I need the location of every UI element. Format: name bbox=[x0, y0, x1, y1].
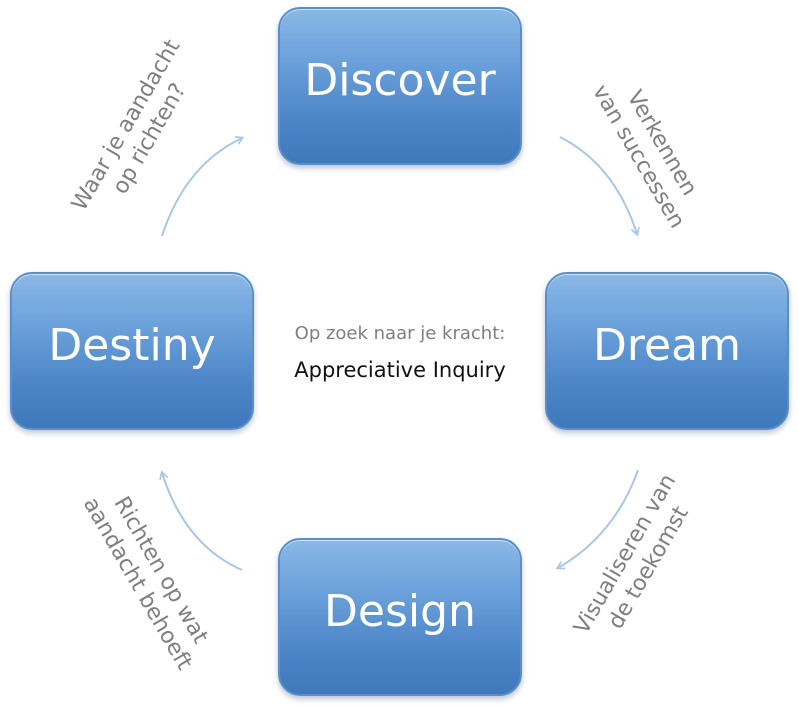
stage-destiny-box: Destiny bbox=[10, 272, 254, 430]
center-subtitle: Op zoek naar je kracht: bbox=[294, 323, 506, 344]
stage-discover-box: Discover bbox=[278, 7, 522, 165]
arrow-design-to-destiny bbox=[159, 470, 243, 571]
stage-dream-label: Dream bbox=[593, 319, 741, 371]
stage-design-label: Design bbox=[324, 585, 476, 637]
stage-discover-label: Discover bbox=[304, 54, 496, 106]
stage-destiny-label: Destiny bbox=[48, 319, 216, 371]
stage-design-box: Design bbox=[278, 538, 522, 696]
stage-dream-box: Dream bbox=[545, 272, 789, 430]
arrow-dream-to-design bbox=[555, 469, 639, 570]
arrow-destiny-to-discover bbox=[161, 136, 245, 237]
center-title: Appreciative Inquiry bbox=[294, 358, 506, 382]
arrow-discover-to-dream bbox=[559, 136, 640, 237]
